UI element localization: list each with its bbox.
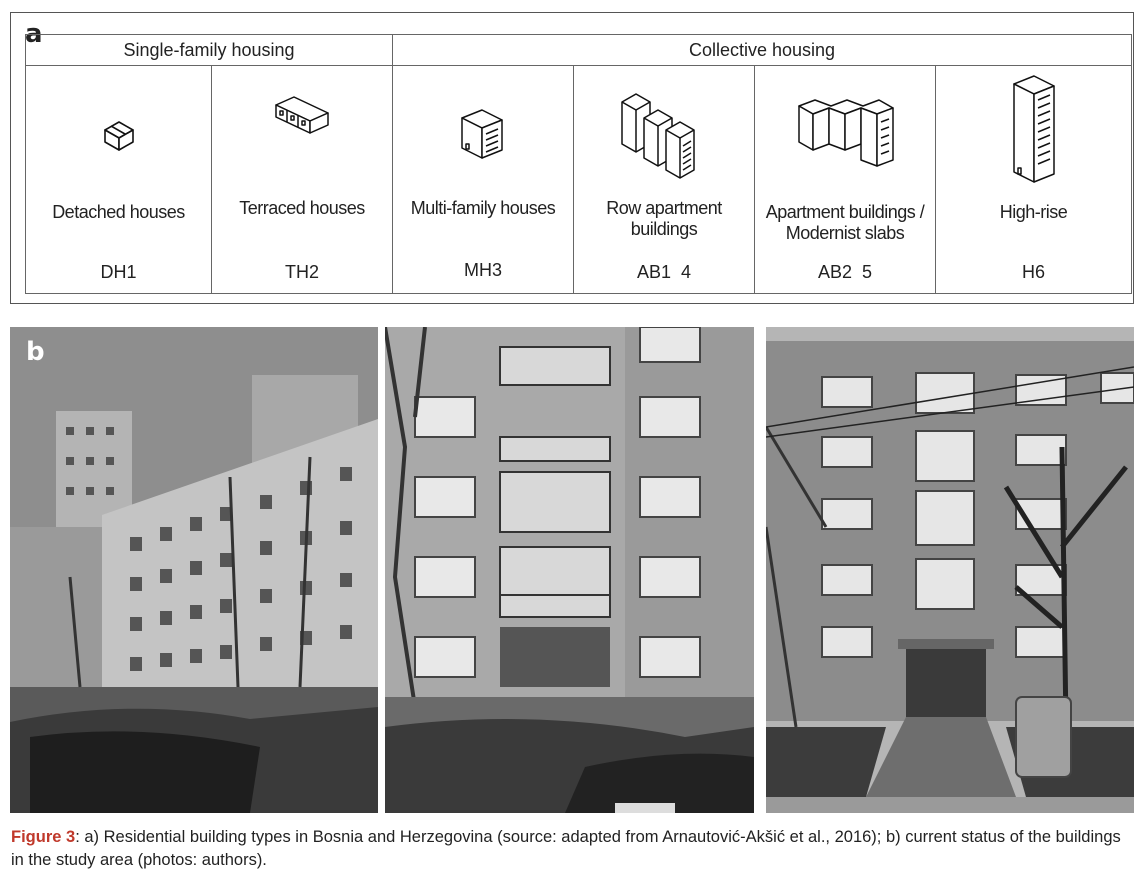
type-high-rise: High-rise H6 xyxy=(934,65,1133,294)
terraced-houses-icon xyxy=(212,62,392,170)
type-name: Terraced houses xyxy=(239,198,365,218)
group-collective: Collective housing xyxy=(391,34,1133,66)
type-code: MH3 xyxy=(463,260,502,280)
group-single-family: Single-family housing xyxy=(25,34,393,66)
type-name: Apartment buildings / Modernist slabs xyxy=(765,202,925,243)
type-code: DH1 xyxy=(100,262,137,282)
type-row-apartment-buildings: Row apartment buildings AB1 4 xyxy=(573,65,755,294)
type-detached-houses: Detached houses DH1 xyxy=(25,65,212,294)
type-code: AB1 4 xyxy=(636,262,692,282)
multi-family-house-icon xyxy=(393,80,573,188)
type-name: High-rise xyxy=(999,202,1068,222)
panel-a: a Single-family housing Collective housi… xyxy=(10,12,1134,304)
figure-label: Figure 3 xyxy=(11,828,76,846)
type-code: TH2 xyxy=(284,262,319,282)
type-apartment-buildings: Apartment buildings / Modernist slabs AB… xyxy=(754,65,936,294)
row-apartment-icon xyxy=(574,80,754,188)
high-rise-icon xyxy=(936,70,1131,190)
type-multi-family-houses: Multi-family houses MH3 xyxy=(392,65,574,294)
type-name: Detached houses xyxy=(52,202,185,222)
panel-b: b xyxy=(10,327,1134,813)
figure-caption: Figure 3: a) Residential building types … xyxy=(11,826,1135,872)
type-terraced-houses: Terraced houses TH2 xyxy=(211,65,393,294)
photo-facade-balconies xyxy=(385,327,754,813)
photo-building-entrance xyxy=(766,327,1134,813)
caption-text: : a) Residential building types in Bosni… xyxy=(11,828,1121,869)
panel-b-label: b xyxy=(26,337,45,367)
photo-apartment-blocks-highrise xyxy=(10,327,378,813)
type-name: Multi-family houses xyxy=(410,198,556,218)
apartment-slab-icon xyxy=(755,80,935,188)
building-types-table: Single-family housing Collective housing… xyxy=(25,34,1133,294)
type-name: Row apartment buildings xyxy=(606,198,722,239)
type-code: H6 xyxy=(1022,262,1046,282)
type-code: AB2 5 xyxy=(817,262,873,282)
detached-house-icon xyxy=(26,80,211,188)
